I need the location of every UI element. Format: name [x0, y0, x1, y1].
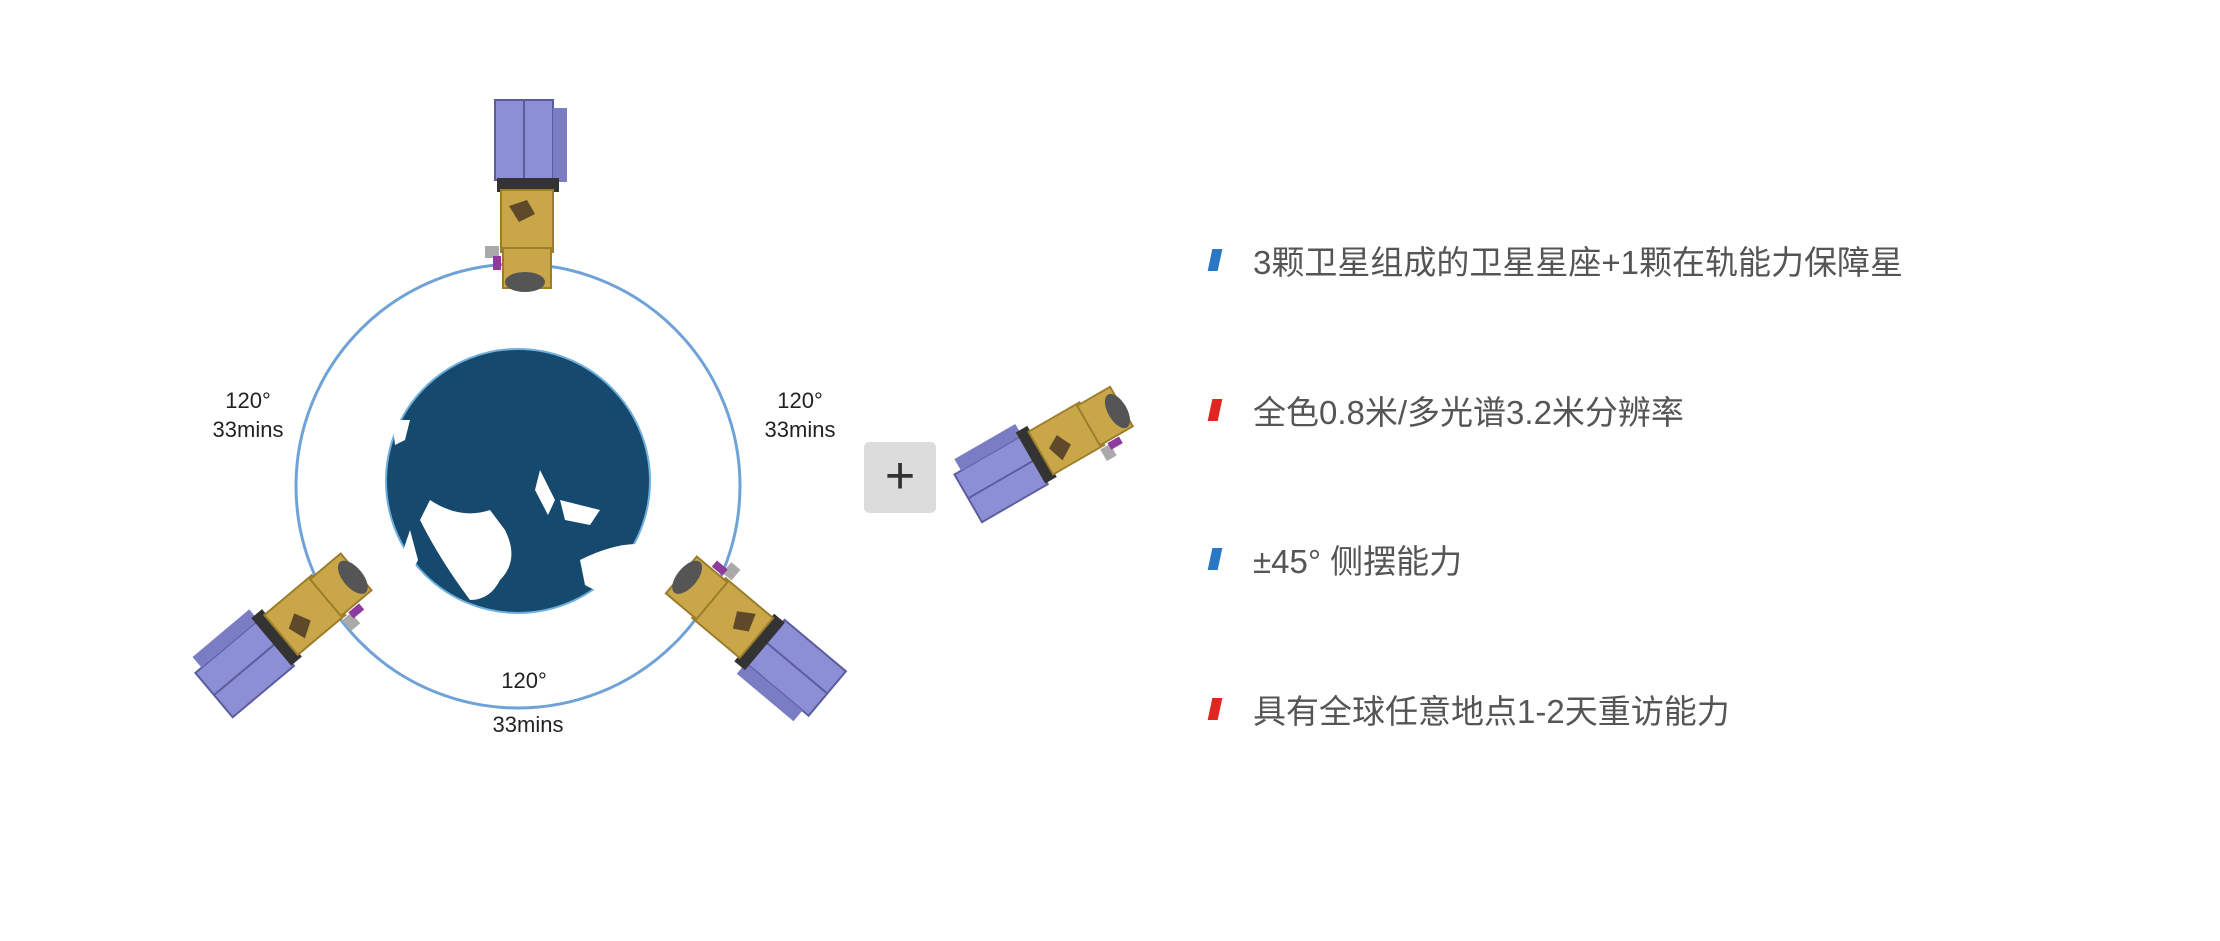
orbit-angle: 120° [777, 388, 823, 413]
satellite-bottom-left [185, 537, 388, 726]
land-masses [392, 420, 650, 600]
orbit-angle: 120° [225, 388, 271, 413]
feature-text: 全色0.8米/多光谱3.2米分辨率 [1253, 394, 1684, 431]
bullet-marker [1207, 698, 1223, 720]
bullet-marker [1207, 399, 1223, 421]
plus-sign: + [864, 442, 936, 513]
feature-item: 全色0.8米/多光谱3.2米分辨率 [1207, 386, 1684, 434]
orbit-label-left: 120° 33mins [188, 386, 308, 444]
feature-text: 具有全球任意地点1-2天重访能力 [1253, 693, 1730, 730]
satellite-top [484, 99, 568, 293]
satellite-spare [946, 370, 1146, 532]
constellation-diagram [185, 99, 1146, 728]
orbit-time: 33mins [212, 417, 284, 442]
orbit-time: 33mins [764, 417, 836, 442]
orbit-label-right: 120° 33mins [740, 386, 860, 444]
feature-item: ±45° 侧摆能力 [1207, 535, 1463, 583]
feature-text: 3颗卫星组成的卫星星座+1颗在轨能力保障星 [1253, 244, 1903, 281]
bullet-marker [1207, 249, 1223, 271]
orbit-label-bottom-angle: 120° [501, 668, 547, 693]
orbit-label-bottom-time: 33mins [492, 712, 564, 737]
feature-text: ±45° 侧摆能力 [1253, 543, 1463, 580]
feature-item: 3颗卫星组成的卫星星座+1颗在轨能力保障星 [1207, 236, 1903, 284]
bullet-marker [1207, 548, 1223, 570]
feature-item: 具有全球任意地点1-2天重访能力 [1207, 685, 1730, 733]
